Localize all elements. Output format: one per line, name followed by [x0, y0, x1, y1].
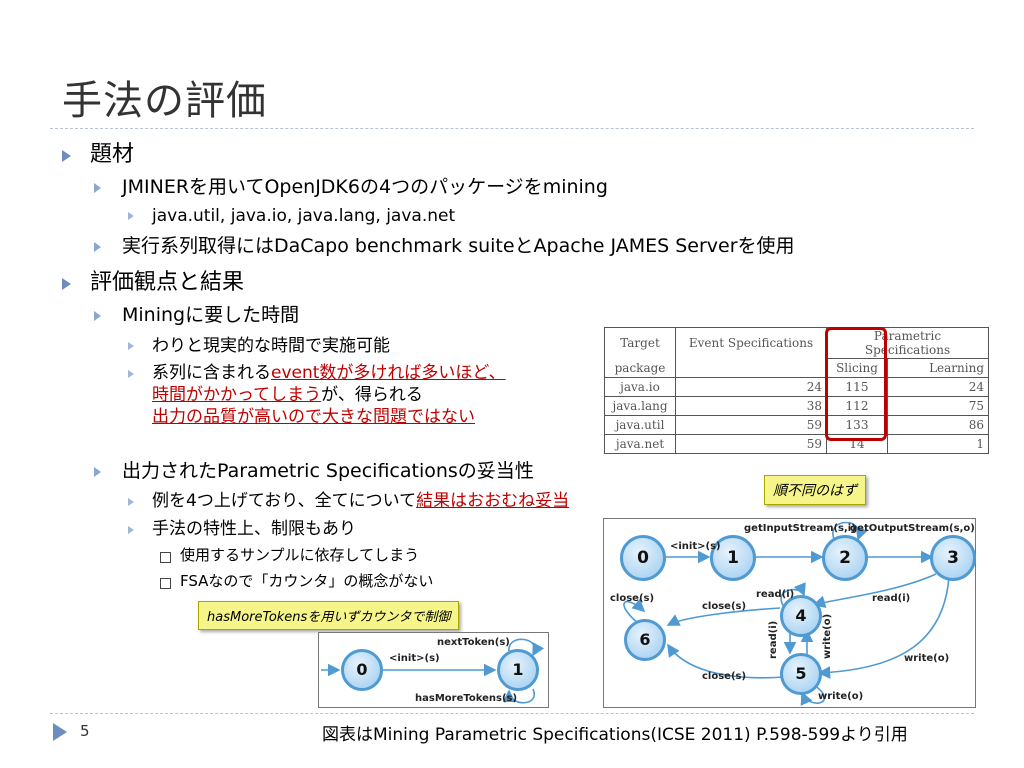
fsa-node-0: 0: [620, 535, 666, 581]
table-cell-learning: 1: [887, 434, 989, 454]
bullet-arrow-icon: [128, 370, 134, 378]
footer-divider: [50, 713, 974, 714]
fsa-node-4: 4: [780, 595, 822, 637]
title-divider: [50, 128, 974, 129]
time-cost-emphasis: 時間がかかってしまう: [152, 385, 322, 405]
specifications-table: Target Event Specifications Parametric S…: [604, 327, 989, 454]
table-row: java.io 24 115 24: [604, 377, 989, 397]
page-number: 5: [80, 722, 90, 740]
table-cell-package: java.util: [604, 415, 676, 435]
fsa-tokenizer-edges: [321, 638, 545, 704]
bullet-arrow-icon: [128, 212, 134, 220]
table-cell-learning: 86: [887, 415, 989, 435]
fsa-tokenizer-diagram: 0 1 <init>(s) nextToken(s) hasMoreTokens…: [318, 632, 549, 708]
fsa-node-3: 3: [930, 535, 976, 581]
bullet-arrow-icon: [128, 342, 134, 350]
fsa-label-init: <init>(s): [670, 541, 721, 552]
bullet-sample-dependency: 使用するサンプルに依存してしまう: [180, 546, 420, 564]
bullet-examples: 例を4つ上げており、全てについて結果はおおむね妥当: [152, 491, 569, 511]
bullet-arrow-icon: [94, 311, 101, 321]
bullet-mining-time: Miningに要した時間: [122, 304, 300, 326]
table-cell-package: java.io: [604, 377, 676, 397]
bullet-limitations: 手法の特性上、制限もあり: [152, 519, 356, 539]
fsa-node-6: 6: [624, 619, 666, 661]
bullet-event-count-line3: 出力の品質が高いので大きな問題ではない: [152, 407, 475, 427]
table-header-package: package: [604, 358, 676, 378]
fsa-socket-edges: [623, 521, 950, 706]
obtained-text: が、得られる: [321, 385, 423, 405]
fsa-small-label-next: nextToken(s): [437, 637, 510, 648]
square-bullet-icon: [160, 578, 171, 589]
examples-emphasis: 結果はおおむね妥当: [416, 491, 570, 511]
table-cell-package: java.net: [604, 434, 676, 454]
bullet-no-counter: FSAなので「カウンタ」の概念がない: [180, 572, 434, 590]
bullet-validity: 出力されたParametric Specificationsの妥当性: [122, 460, 534, 482]
bullet-event-count-line2: 時間がかかってしまうが、得られる: [152, 385, 423, 405]
quality-emphasis: 出力の品質が高いので大きな問題ではない: [152, 407, 475, 427]
bullet-packages: java.util, java.io, java.lang, java.net: [152, 206, 456, 226]
bullet-arrow-icon: [94, 183, 101, 193]
bullet-dacapo: 実行系列取得にはDaCapo benchmark suiteとApache JA…: [122, 235, 795, 257]
bullet-subject: 題材: [90, 142, 135, 167]
fsa-label-close-46: close(s): [702, 601, 747, 612]
bullet-event-count: 系列に含まれるevent数が多ければ多いほど、: [152, 363, 506, 383]
table-cell-learning: 24: [887, 377, 989, 397]
fsa-label-read-i-34: read(i): [872, 593, 911, 604]
fsa-small-label-hasmore: hasMoreTokens(s): [415, 693, 518, 704]
footer-arrow-icon: [53, 723, 67, 741]
table-cell-event: 59: [675, 415, 827, 435]
table-cell-event: 24: [675, 377, 827, 397]
fsa-label-get-output: getOutputStream(s,o): [850, 523, 975, 534]
table-row: java.util 59 133 86: [604, 415, 989, 435]
citation: 図表はMining Parametric Specifications(ICSE…: [322, 725, 908, 745]
event-count-emphasis: event数が多ければ多いほど、: [271, 363, 506, 383]
bullet-arrow-icon: [62, 278, 71, 290]
fsa-small-label-init: <init>(s): [389, 653, 440, 664]
fsa-socket-diagram: 0 1 2 3 4 5 6 <init>(s) getInputStream(s…: [603, 518, 976, 708]
table-header-event: Event Specifications: [675, 327, 827, 359]
slide-title: 手法の評価: [62, 78, 267, 124]
bullet-arrow-icon: [62, 150, 71, 162]
table-row: java.net 59 14 1: [604, 434, 989, 454]
table-header-empty: [675, 358, 827, 378]
fsa-small-node-0: 0: [341, 649, 383, 691]
examples-text: 例を4つ上げており、全てについて: [152, 491, 417, 511]
callout-tokens: hasMoreTokensを用いずカウンタで制御: [198, 601, 460, 630]
table-cell-learning: 75: [887, 396, 989, 416]
bullet-realistic-time: わりと現実的な時間で実施可能: [152, 336, 390, 356]
bullet-arrow-icon: [128, 526, 134, 534]
fsa-label-close-56: close(s): [702, 671, 747, 682]
table-cell-event: 59: [675, 434, 827, 454]
table-cell-package: java.lang: [604, 396, 676, 416]
fsa-small-node-1: 1: [497, 649, 539, 691]
fsa-node-1: 1: [710, 535, 756, 581]
fsa-label-close-6-loop: close(s): [610, 593, 655, 604]
fsa-label-write-o-35: write(o): [904, 653, 950, 664]
bullet-jminer: JMINERを用いてOpenJDK6の4つのパッケージをmining: [122, 176, 608, 198]
callout-order: 順不同のはず: [764, 475, 866, 505]
fsa-label-read-i-loop: read(i): [756, 589, 795, 600]
event-count-text: 系列に含まれる: [152, 363, 271, 383]
fsa-node-2: 2: [822, 535, 868, 581]
table-header-learning: Learning: [887, 358, 989, 378]
slicing-highlight-box: [825, 327, 887, 441]
fsa-node-5: 5: [780, 653, 822, 695]
table-cell-event: 38: [675, 396, 827, 416]
bullet-arrow-icon: [128, 498, 134, 506]
bullet-arrow-icon: [94, 242, 101, 252]
fsa-label-get-input: getInputStream(s,i): [744, 523, 856, 534]
fsa-label-write-o-54: write(o): [822, 613, 833, 659]
fsa-label-read-i-45: read(i): [768, 620, 779, 659]
bullet-evaluation: 評価観点と結果: [90, 270, 245, 295]
table-header-parametric: Parametric Specifications: [826, 327, 989, 359]
bullet-arrow-icon: [94, 467, 101, 477]
table-row: java.lang 38 112 75: [604, 396, 989, 416]
fsa-label-write-o-loop: write(o): [818, 691, 864, 702]
table-header-target: Target: [604, 327, 676, 359]
square-bullet-icon: [160, 552, 171, 563]
